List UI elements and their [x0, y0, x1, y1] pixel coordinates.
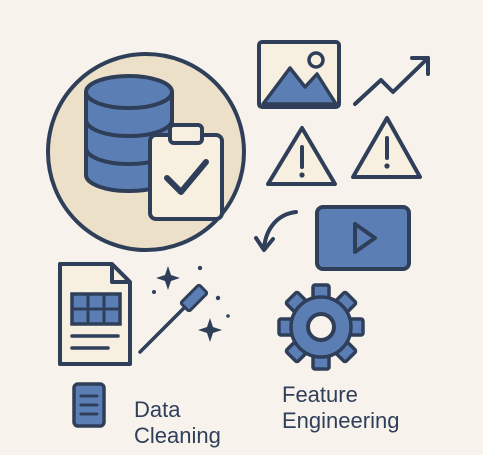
- trend-up-arrow-icon: [353, 56, 430, 106]
- sparkle-dots: [152, 265, 230, 318]
- data-cleaning-label-line-2: Cleaning: [134, 423, 221, 448]
- feature-engineering-label-line-1: Feature: [282, 382, 358, 407]
- video-play-icon: [315, 205, 411, 271]
- sparkle-icon: [156, 266, 180, 290]
- image-icon: [257, 40, 341, 109]
- data-cleaning-label: Data Cleaning: [134, 397, 221, 449]
- gear-icon: [277, 283, 365, 371]
- feature-engineering-label: Feature Engineering: [282, 382, 399, 434]
- data-cleaning-label-line-1: Data: [134, 397, 181, 422]
- document-icon: [72, 382, 106, 428]
- sparkle-icon: [198, 318, 222, 342]
- spreadsheet-document-icon: [58, 262, 132, 366]
- clipboard-check-icon: [148, 123, 224, 221]
- feature-engineering-label-line-2: Engineering: [282, 408, 400, 433]
- database-clipboard-group: [46, 52, 246, 252]
- curved-back-arrow-icon: [254, 210, 298, 252]
- warning-icon: [351, 116, 422, 179]
- magic-wand-icon: [138, 283, 209, 354]
- warning-icon: [266, 126, 337, 186]
